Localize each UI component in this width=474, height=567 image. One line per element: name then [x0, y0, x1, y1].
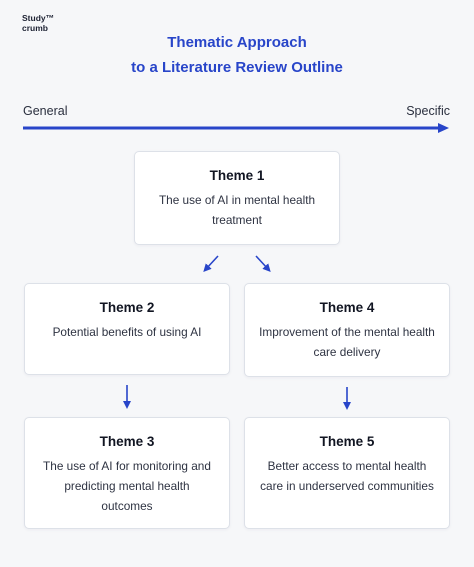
theme-4-card: Theme 4 Improvement of the mental health…	[244, 283, 450, 377]
theme-2-description: Potential benefits of using AI	[52, 325, 202, 339]
theme-1-card: Theme 1 The use of AI in mental health t…	[134, 151, 340, 245]
theme-3-description: The use of AI for monitoring and predict…	[43, 459, 211, 513]
theme-3-card: Theme 3 The use of AI for monitoring and…	[24, 417, 230, 529]
theme-1-title: Theme 1	[209, 168, 265, 183]
title-line-1: Thematic Approach	[167, 34, 307, 51]
axis-label-specific: Specific	[406, 104, 450, 118]
theme-5-title: Theme 5	[319, 434, 375, 449]
studycrumb-logo: Study™ crumb	[22, 13, 54, 33]
theme-5-card: Theme 5 Better access to mental health c…	[244, 417, 450, 529]
theme-2-title: Theme 2	[99, 300, 155, 315]
theme-4-description: Improvement of the mental health care de…	[259, 325, 435, 359]
general-to-specific-arrow	[23, 123, 449, 133]
axis-label-general: General	[23, 104, 68, 118]
arrow-theme1-to-theme4	[255, 255, 271, 272]
axis-arrowhead	[438, 123, 449, 133]
theme-1-description: The use of AI in mental health treatment	[158, 193, 316, 227]
theme-5-description: Better access to mental health care in u…	[260, 459, 434, 493]
diagram-title: Thematic Approach to a Literature Review…	[0, 30, 474, 80]
theme-2-card: Theme 2 Potential benefits of using AI	[24, 283, 230, 375]
logo-line-2: crumb	[22, 23, 48, 33]
title-line-2: to a Literature Review Outline	[131, 59, 343, 76]
theme-4-title: Theme 4	[319, 300, 375, 315]
logo-line-1: Study™	[22, 13, 55, 23]
theme-3-title: Theme 3	[99, 434, 155, 449]
arrow-theme1-to-theme2	[203, 255, 219, 272]
